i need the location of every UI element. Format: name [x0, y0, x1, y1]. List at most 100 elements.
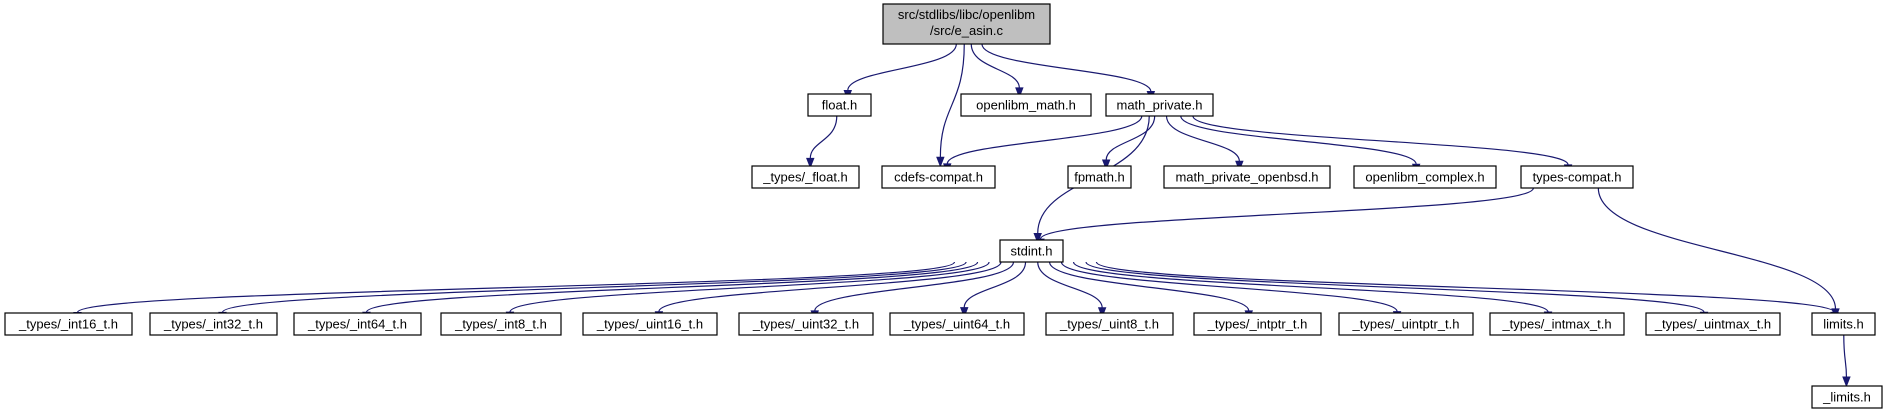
node-label: float.h — [822, 98, 857, 113]
node-types-compat-h[interactable]: types-compat.h — [1520, 165, 1634, 189]
node-types-int32-t-h[interactable]: _types/_int32_t.h — [149, 312, 278, 336]
node-label: _types/_uintmax_t.h — [1654, 317, 1771, 332]
node-limits-inner-h[interactable]: _limits.h — [1811, 385, 1883, 409]
edge-root-to-cdefs_compat_h — [939, 43, 965, 158]
node-box — [1067, 165, 1132, 189]
node-float-h[interactable]: float.h — [807, 93, 872, 117]
edge-types_compat_h-to-stdint_h — [1039, 187, 1534, 240]
edge-stdint_h-to-types_uint64_t_h — [963, 261, 1027, 308]
edge-root-to-openlibm_math_h — [970, 43, 1020, 89]
node-box — [1520, 165, 1634, 189]
edge-math_private_h-to-openlibm_complex_h — [1180, 115, 1417, 165]
node-box — [738, 312, 874, 336]
node-box — [1105, 93, 1214, 117]
node-box — [751, 165, 860, 189]
edge-stdint_h-to-types_uintmax_t_h — [1085, 261, 1705, 313]
node-label: _types/_intptr_t.h — [1207, 317, 1308, 332]
node-box — [4, 312, 133, 336]
edge-stdint_h-to-types_intptr_t_h — [1048, 261, 1250, 312]
node-box — [889, 312, 1025, 336]
node-openlibm-complex-h[interactable]: openlibm_complex.h — [1353, 165, 1497, 189]
edge-stdint_h-to-types_uint16_t_h — [658, 261, 1002, 312]
node-stdint-h[interactable]: stdint.h — [999, 239, 1064, 263]
node-label: _types/_int16_t.h — [18, 317, 118, 332]
arrowhead-math_private_h-to-fpmath_h — [1101, 159, 1111, 171]
node-math-private-h[interactable]: math_private.h — [1105, 93, 1214, 117]
node-box — [293, 312, 422, 336]
arrowhead-stdint_h-to-types_uint64_t_h — [959, 307, 969, 319]
node-types-uintmax-t-h[interactable]: _types/_uintmax_t.h — [1645, 312, 1781, 336]
edge-math_private_h-to-types_compat_h — [1192, 115, 1569, 166]
node-label-line: src/stdlibs/libc/openlibm — [898, 7, 1035, 22]
node-fpmath-h[interactable]: fpmath.h — [1067, 165, 1132, 189]
node-label: math_private_openbsd.h — [1175, 170, 1318, 185]
node-label: _types/_int64_t.h — [307, 317, 407, 332]
node-label: fpmath.h — [1074, 170, 1125, 185]
node-types-uint32-t-h[interactable]: _types/_uint32_t.h — [738, 312, 874, 336]
node-box — [1489, 312, 1625, 336]
node-box — [582, 312, 718, 336]
node-types-uint16-t-h[interactable]: _types/_uint16_t.h — [582, 312, 718, 336]
node-types-uint64-t-h[interactable]: _types/_uint64_t.h — [889, 312, 1025, 336]
node-box — [1811, 312, 1876, 336]
node-types-intmax-t-h[interactable]: _types/_intmax_t.h — [1489, 312, 1625, 336]
node-types-uint8-t-h[interactable]: _types/_uint8_t.h — [1045, 312, 1174, 336]
edge-stdint_h-to-types_uint8_t_h — [1037, 261, 1103, 308]
node-types-int64-t-h[interactable]: _types/_int64_t.h — [293, 312, 422, 336]
edge-root-to-math_private_h — [981, 43, 1152, 92]
node-types-float-h[interactable]: _types/_float.h — [751, 165, 860, 189]
node-label: openlibm_complex.h — [1365, 170, 1484, 185]
node-types-int8-t-h[interactable]: _types/_int8_t.h — [440, 312, 562, 336]
node-box — [1338, 312, 1474, 336]
edge-math_private_h-to-math_private_openbsd_h — [1165, 115, 1240, 162]
node-label: _types/_intmax_t.h — [1501, 317, 1611, 332]
nodes-layer: src/stdlibs/libc/openlibm/src/e_asin.cfl… — [4, 3, 1883, 409]
node-label: _limits.h — [1822, 390, 1871, 405]
edge-types_compat_h-to-limits_h — [1597, 187, 1837, 309]
edge-stdint_h-to-types_uintptr_t_h — [1060, 261, 1398, 312]
node-label: _types/_uint64_t.h — [903, 317, 1010, 332]
edge-stdint_h-to-types_int16_t_h — [76, 261, 956, 314]
node-math-private-openbsd-h[interactable]: math_private_openbsd.h — [1163, 165, 1331, 189]
edge-stdint_h-to-types_int8_t_h — [509, 261, 990, 313]
node-box — [1193, 312, 1322, 336]
node-label-line: /src/e_asin.c — [930, 23, 1003, 38]
arrowhead-math_private_h-to-stdint_h — [1033, 232, 1042, 244]
node-box — [1811, 385, 1883, 409]
node-types-intptr-t-h[interactable]: _types/_intptr_t.h — [1193, 312, 1322, 336]
arrowhead-stdint_h-to-types_uint8_t_h — [1097, 307, 1107, 319]
node-label: _types/_int32_t.h — [163, 317, 263, 332]
arrowhead-root-to-cdefs_compat_h — [936, 156, 945, 168]
node-label: _types/_uint16_t.h — [596, 317, 703, 332]
node-box — [807, 93, 872, 117]
node-box — [149, 312, 278, 336]
node-types-uintptr-t-h[interactable]: _types/_uintptr_t.h — [1338, 312, 1474, 336]
node-box — [440, 312, 562, 336]
node-label: math_private.h — [1117, 98, 1203, 113]
node-label: _types/_uint32_t.h — [752, 317, 859, 332]
node-label: openlibm_math.h — [976, 98, 1076, 113]
node-box — [1645, 312, 1781, 336]
node-box — [1045, 312, 1174, 336]
node-label: _types/_float.h — [762, 170, 848, 185]
node-types-int16-t-h[interactable]: _types/_int16_t.h — [4, 312, 133, 336]
node-openlibm-math-h[interactable]: openlibm_math.h — [960, 93, 1092, 117]
node-label: stdint.h — [1011, 244, 1053, 259]
node-limits-h[interactable]: limits.h — [1811, 312, 1876, 336]
edges-layer — [73, 43, 1851, 388]
arrowhead-float_h-to-types_float_h — [806, 157, 815, 169]
node-label: _types/_uintptr_t.h — [1352, 317, 1460, 332]
edge-stdint_h-to-limits_h — [1095, 261, 1836, 313]
edge-stdint_h-to-types_uint32_t_h — [814, 261, 1015, 312]
node-label: _types/_uint8_t.h — [1059, 317, 1159, 332]
node-box — [1353, 165, 1497, 189]
node-root[interactable]: src/stdlibs/libc/openlibm/src/e_asin.c — [882, 3, 1051, 45]
node-box — [881, 165, 996, 189]
edge-math_private_h-to-cdefs_compat_h — [946, 115, 1143, 165]
edge-float_h-to-types_float_h — [809, 115, 838, 159]
node-box — [1163, 165, 1331, 189]
node-label: types-compat.h — [1533, 170, 1622, 185]
node-cdefs-compat-h[interactable]: cdefs-compat.h — [881, 165, 996, 189]
arrowhead-limits_h-to-limits_inner_h — [1842, 376, 1851, 388]
edge-stdint_h-to-types_intmax_t_h — [1072, 261, 1549, 313]
